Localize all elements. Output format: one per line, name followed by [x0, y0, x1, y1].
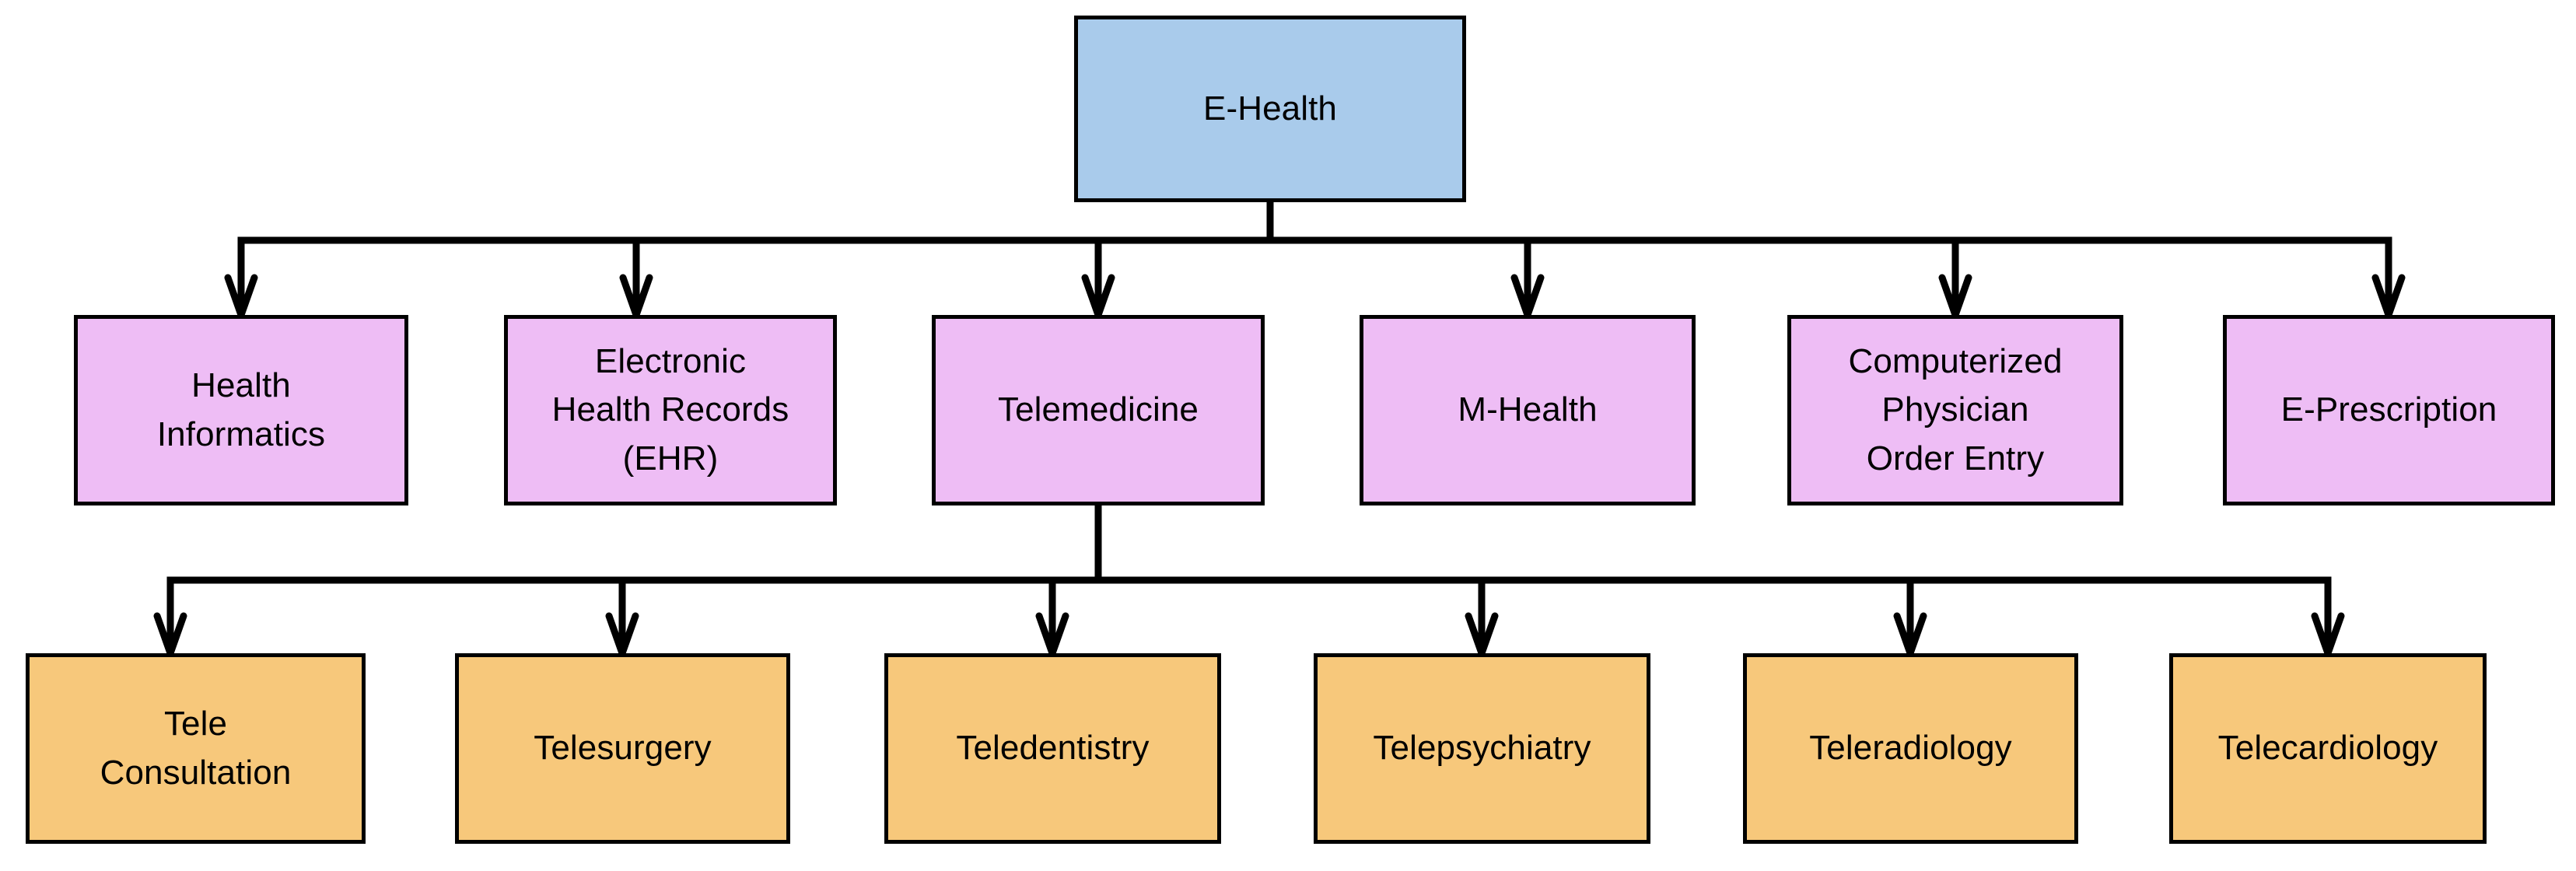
node-telesurgery[interactable]: Telesurgery	[455, 653, 790, 844]
node-label: Telemedicine	[997, 390, 1199, 429]
edge-root-to-level1-arrowhead-3	[1510, 274, 1545, 326]
edge-telemedicine-to-level2-arrowhead-0	[153, 612, 187, 664]
edge-telemedicine-to-level2-arrowhead-1	[605, 612, 639, 664]
node-e-prescription[interactable]: E-Prescription	[2223, 315, 2555, 505]
edge-root-to-level1-arrowhead-2	[1081, 274, 1115, 326]
edge-telemedicine-to-level2-arrowhead-3	[1465, 612, 1499, 664]
edge-telemedicine-to-level2-arrowhead-2	[1035, 612, 1069, 664]
node-telecardiology[interactable]: Telecardiology	[2169, 653, 2487, 844]
edge-telemedicine-to-level2-arrowhead-4	[1893, 612, 1927, 664]
node-root-e-health[interactable]: E-Health	[1074, 16, 1466, 202]
node-label: Electronic Health Records (EHR)	[551, 341, 789, 477]
node-telemedicine[interactable]: Telemedicine	[932, 315, 1265, 505]
node-label: Health Informatics	[156, 366, 326, 453]
node-tele-consultation[interactable]: Tele Consultation	[26, 653, 366, 844]
edge-root-to-level1-arrowhead-1	[619, 274, 653, 326]
edge-root-to-level1-arrowhead-0	[224, 274, 258, 326]
node-label: E-Prescription	[2280, 390, 2497, 429]
node-electronic-health-records[interactable]: Electronic Health Records (EHR)	[504, 315, 837, 505]
node-label: Tele Consultation	[100, 705, 292, 792]
node-label: Telecardiology	[2217, 729, 2438, 768]
node-label: Telepsychiatry	[1373, 729, 1591, 768]
node-root-label: E-Health	[1203, 89, 1337, 128]
node-telepsychiatry[interactable]: Telepsychiatry	[1314, 653, 1650, 844]
node-teleradiology[interactable]: Teleradiology	[1743, 653, 2078, 844]
node-computerized-physician-order-entry[interactable]: Computerized Physician Order Entry	[1787, 315, 2123, 505]
edge-root-to-level1-arrowhead-4	[1938, 274, 1972, 326]
edge-root-to-level1-arrowhead-5	[2371, 274, 2406, 326]
node-teledentistry[interactable]: Teledentistry	[884, 653, 1221, 844]
node-label: Computerized Physician Order Entry	[1848, 341, 2063, 477]
node-health-informatics[interactable]: Health Informatics	[74, 315, 408, 505]
node-label: Teledentistry	[956, 729, 1150, 768]
node-label: Teleradiology	[1809, 729, 2012, 768]
node-m-health[interactable]: M-Health	[1360, 315, 1696, 505]
node-label: M-Health	[1458, 390, 1598, 429]
node-label: Telesurgery	[534, 729, 712, 768]
edge-telemedicine-to-level2-arrowhead-5	[2311, 612, 2345, 664]
